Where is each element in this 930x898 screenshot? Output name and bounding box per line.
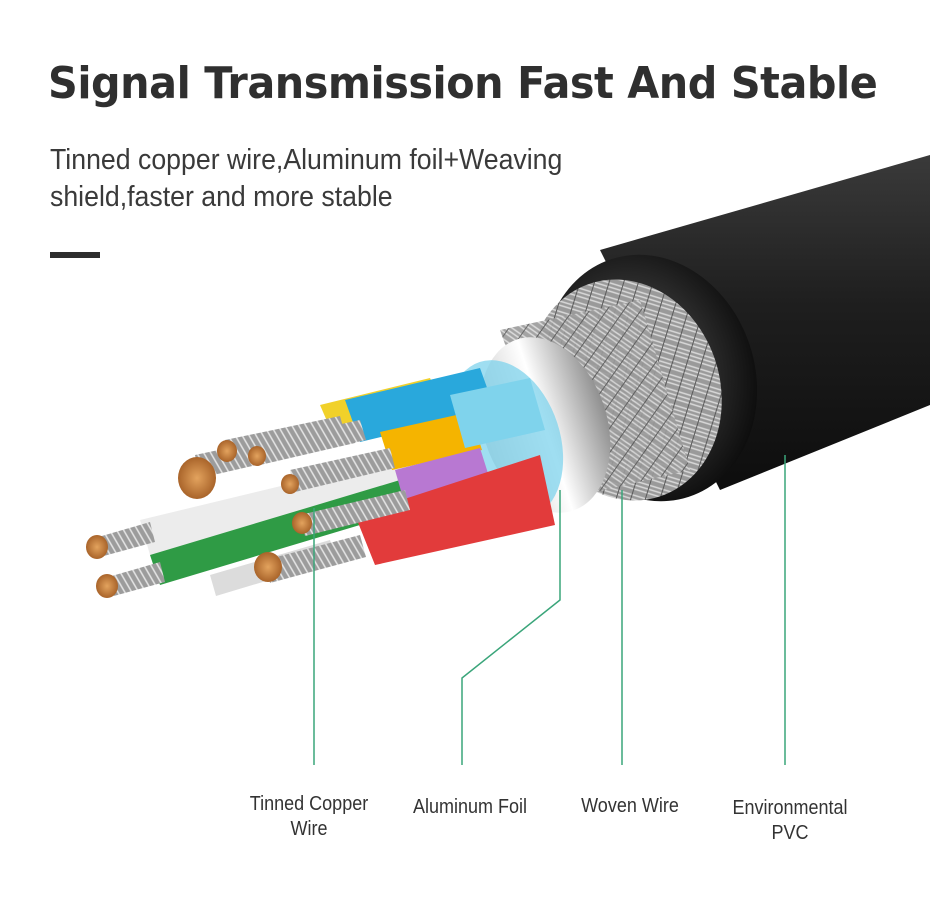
label-line: PVC xyxy=(771,822,809,844)
label-line: Wire xyxy=(290,818,328,840)
label-environmental-pvc: Environmental PVC xyxy=(705,796,876,846)
tinned-copper-conductors xyxy=(86,416,410,598)
title-divider xyxy=(50,252,100,258)
subtitle-line-2: shield,faster and more stable xyxy=(50,181,393,213)
callout-lines xyxy=(313,455,786,765)
label-line: Tinned Copper xyxy=(249,793,369,815)
subtitle: Tinned copper wire,Aluminum foil+Weaving… xyxy=(50,142,620,216)
label-woven-wire: Woven Wire xyxy=(545,794,716,819)
label-line: Environmental xyxy=(732,797,848,819)
page-title: Signal Transmission Fast And Stable xyxy=(48,58,878,109)
label-line: Aluminum Foil xyxy=(412,796,528,818)
label-line: Woven Wire xyxy=(581,795,679,817)
subtitle-line-1: Tinned copper wire,Aluminum foil+Weaving xyxy=(50,144,563,176)
inner-wires xyxy=(140,368,555,596)
callout-line-aluminum-foil xyxy=(461,490,561,765)
label-aluminum-foil: Aluminum Foil xyxy=(385,795,556,820)
label-tinned-copper-wire: Tinned Copper Wire xyxy=(224,792,395,842)
